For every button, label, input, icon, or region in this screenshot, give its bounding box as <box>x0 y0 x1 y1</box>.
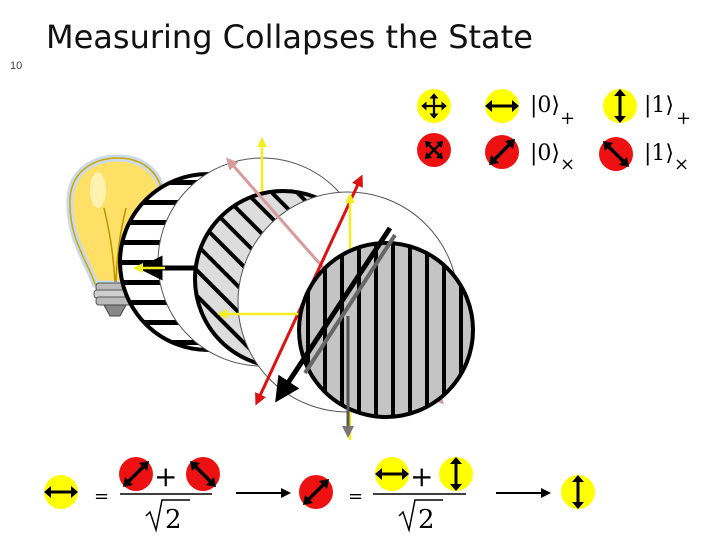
diagonal-down-arrow-icon <box>186 457 220 491</box>
vertical-polarizer <box>297 241 475 419</box>
plus-sign: + <box>154 460 177 493</box>
diagonal-up-arrow-icon <box>119 457 153 491</box>
slide-title: Measuring Collapses the State <box>46 18 533 56</box>
radicand: 2 <box>418 505 435 535</box>
sqrt-sign <box>145 499 190 533</box>
diagonal-up-arrow-icon <box>299 475 333 509</box>
photon-diagonal-arrow <box>275 226 393 403</box>
radicand: 2 <box>165 505 182 535</box>
horizontal-arrow-icon <box>42 475 80 509</box>
equation-row: = + 2 = + 2 <box>42 455 595 535</box>
horizontal-arrow-icon <box>373 457 411 491</box>
legend-rect-zero: |0⟩ <box>530 93 560 118</box>
legend-diag-one: |1⟩ <box>644 141 674 166</box>
legend-diag-zero: |0⟩ <box>530 141 560 166</box>
plus-sign: + <box>410 460 433 493</box>
equals-sign: = <box>94 486 109 507</box>
sqrt-sign <box>398 499 443 533</box>
diagonal-up-arrow-icon <box>485 135 519 169</box>
vertical-arrow-icon <box>561 473 595 511</box>
legend-rect-zero-sub: + <box>560 108 575 129</box>
photon-diagonal-shade <box>303 233 397 375</box>
diagonal-down-arrow-icon <box>599 137 633 171</box>
legend-rect-one-sub: + <box>676 108 691 129</box>
plus-cross-icon <box>417 89 451 123</box>
vertical-arrow-icon <box>603 87 637 125</box>
legend-rect-one: |1⟩ <box>644 93 674 118</box>
slide-number: 10 <box>10 60 23 72</box>
vertical-arrow-icon <box>439 455 473 493</box>
legend-diag-one-sub: × <box>674 154 689 175</box>
x-cross-icon <box>417 133 451 167</box>
legend-diag-zero-sub: × <box>560 154 575 175</box>
horizontal-arrow-icon <box>483 89 521 123</box>
legend: |0⟩ + |1⟩ + |0⟩ × |1⟩ × <box>417 87 691 175</box>
equals-sign: = <box>348 486 363 507</box>
